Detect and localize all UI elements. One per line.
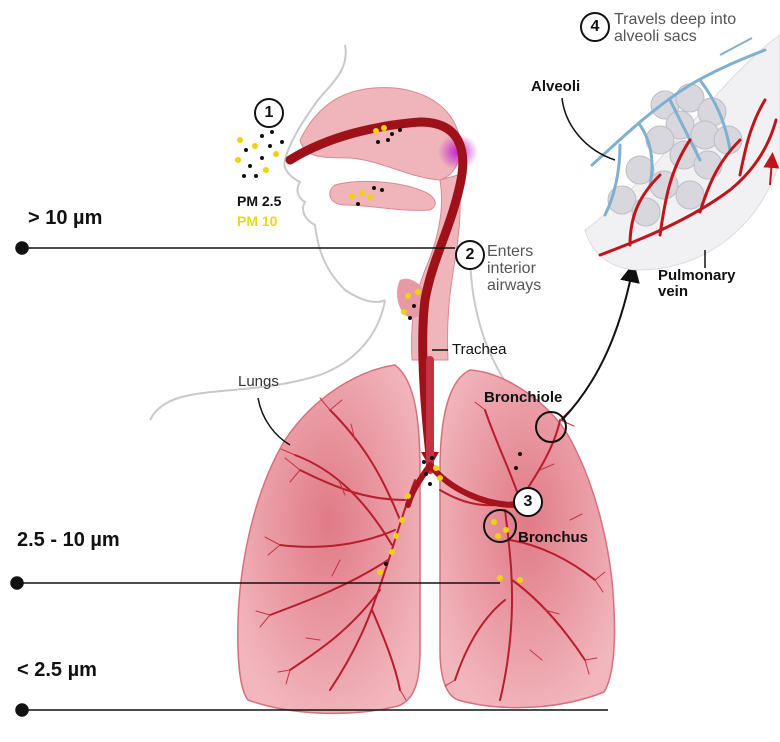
label-bronchus: Bronchus: [518, 530, 588, 546]
step-2-text: Enters interior airways: [487, 244, 541, 294]
step-4-text: Travels deep into alveoli sacs: [614, 12, 736, 46]
lungs-leader-line: [258, 398, 290, 445]
label-trachea: Trachea: [452, 342, 506, 358]
alveoli-inset: [562, 35, 780, 270]
particle-cloud-nose: [235, 130, 284, 178]
label-pulmonary-vein: Pulmonary vein: [658, 268, 736, 300]
label-bronchiole: Bronchiole: [484, 390, 562, 406]
step-2-badge: 2: [455, 240, 485, 270]
label-lungs: Lungs: [238, 374, 279, 390]
step-1-badge: 1: [254, 98, 284, 128]
size-line-fine-dot: [16, 704, 28, 716]
step-3-badge: 3: [513, 487, 543, 517]
step-4-badge: 4: [580, 12, 610, 42]
size-label-large: > 10 µm: [28, 208, 102, 229]
size-line-large-dot: [16, 242, 28, 254]
size-label-fine: < 2.5 µm: [17, 660, 97, 681]
size-label-medium: 2.5 - 10 µm: [17, 530, 120, 551]
size-line-medium-dot: [11, 577, 23, 589]
legend-pm25: PM 2.5: [237, 194, 281, 209]
legend-pm10: PM 10: [237, 214, 277, 229]
label-alveoli: Alveoli: [531, 79, 580, 95]
zoom-arrow: [562, 272, 632, 420]
